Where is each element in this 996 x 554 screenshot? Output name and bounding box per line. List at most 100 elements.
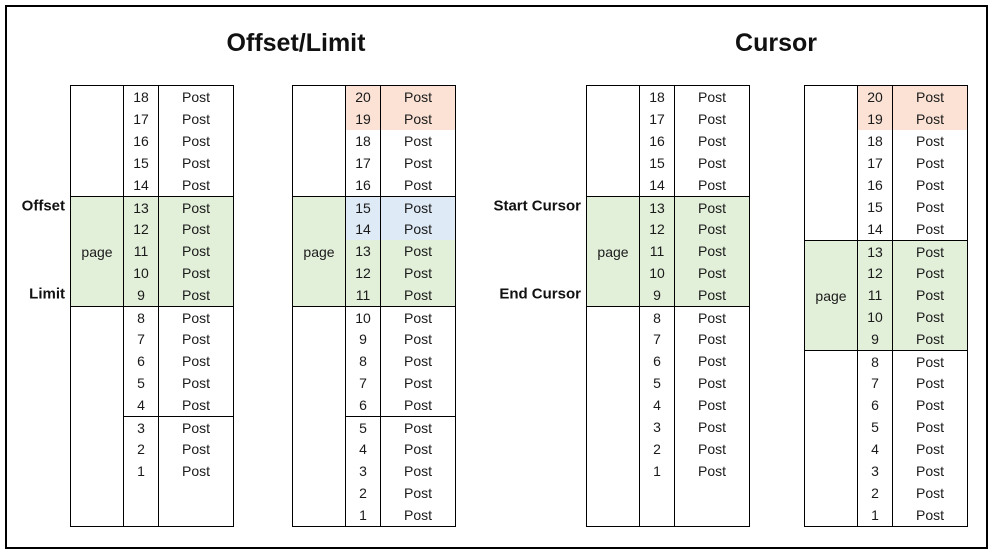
post-cell: Post [915,441,944,457]
post-cell: Post [381,240,455,262]
post-cell: Post [697,155,726,171]
post-cell: Post [381,284,455,306]
row-number-cell: 16 [639,130,675,152]
post-cell: Post [893,108,967,130]
post-cell: Post [159,240,233,262]
row-number-cell: 10 [857,306,893,328]
row-number-cell: 20 [857,86,893,108]
post-cell: Post [915,155,944,171]
row-number-cell: 3 [857,460,893,482]
post-cell: Post [381,218,455,240]
row-number-cell: 17 [857,152,893,174]
row-number-cell: 12 [857,262,893,284]
row-number-cell: 4 [857,438,893,460]
left-column-segment [587,306,639,526]
row-number-cell: 15 [345,196,381,218]
post-cell: Post [159,218,233,240]
post-cell: Post [697,111,726,127]
left-column-segment [293,86,345,196]
post-cell: Post [893,306,967,328]
empty-slot-cell [639,482,675,526]
row-number-cell: 14 [123,174,159,196]
post-cell: Post [403,331,432,347]
post-cell: Post [181,133,210,149]
row-number-cell: 18 [857,130,893,152]
post-cell: Post [181,397,210,413]
post-cell: Post [181,353,210,369]
post-cell: Post [675,284,749,306]
row-number-cell: 5 [345,416,381,438]
row-number-cell: 13 [857,240,893,262]
post-cell: Post [675,218,749,240]
row-number-cell: 1 [345,504,381,526]
post-cell: Post [181,441,210,457]
post-cell: Post [403,177,432,193]
row-number-cell: 4 [345,438,381,460]
post-cell: Post [915,199,944,215]
post-cell: Post [159,416,233,438]
row-number-cell: 5 [123,372,159,394]
post-cell: Post [181,375,210,391]
post-cell: Post [893,262,967,284]
row-number-cell: 10 [639,262,675,284]
post-cell: Post [697,397,726,413]
row-number-cell: 14 [857,218,893,240]
row-number-cell: 6 [123,350,159,372]
row-number-cell: 16 [345,174,381,196]
post-cell: Post [381,306,455,328]
post-cell: Post [697,331,726,347]
left-column-segment [293,306,345,526]
left-column-segment [71,306,123,526]
post-cell: Post [893,328,967,350]
post-cell: Post [403,463,432,479]
post-cell: Post [915,419,944,435]
post-cell: Post [915,375,944,391]
page-cell: page [587,196,639,306]
post-cell: Post [915,397,944,413]
row-number-cell: 3 [639,416,675,438]
post-cell: Post [697,441,726,457]
row-number-cell: 17 [639,108,675,130]
row-number-cell: 9 [639,284,675,306]
post-cell: Post [159,262,233,284]
empty-slot-cell [123,482,159,526]
post-cell: Post [697,463,726,479]
row-number-cell: 3 [345,460,381,482]
post-cell: Post [181,89,210,105]
post-cell: Post [403,397,432,413]
post-cell: Post [697,419,726,435]
post-cell: Post [893,86,967,108]
row-number-cell: 13 [345,240,381,262]
left-column-segment [805,86,857,240]
left-column-segment [805,350,857,526]
post-cell: Post [675,306,749,328]
post-cell: Post [381,416,455,438]
post-cell: Post [915,485,944,501]
row-number-cell: 14 [639,174,675,196]
row-number-cell: 16 [857,174,893,196]
row-number-cell: 8 [345,350,381,372]
row-number-cell: 2 [639,438,675,460]
post-cell: Post [159,196,233,218]
offset-label: Offset [21,197,65,215]
row-number-cell: 2 [123,438,159,460]
end-cursor-label: End Cursor [499,285,581,303]
post-cell: Post [893,284,967,306]
row-number-cell: 9 [123,284,159,306]
post-cell: Post [381,108,455,130]
post-cell: Post [893,240,967,262]
row-number-cell: 12 [345,262,381,284]
post-cell: Post [675,196,749,218]
row-number-cell: 4 [123,394,159,416]
post-cell: Post [915,133,944,149]
post-cell: Post [381,196,455,218]
post-cell: Post [181,463,210,479]
post-cell: Post [159,284,233,306]
post-cell: Post [697,353,726,369]
row-number-cell: 7 [639,328,675,350]
row-number-cell: 15 [857,196,893,218]
row-number-cell: 11 [857,284,893,306]
post-cell: Post [915,221,944,237]
